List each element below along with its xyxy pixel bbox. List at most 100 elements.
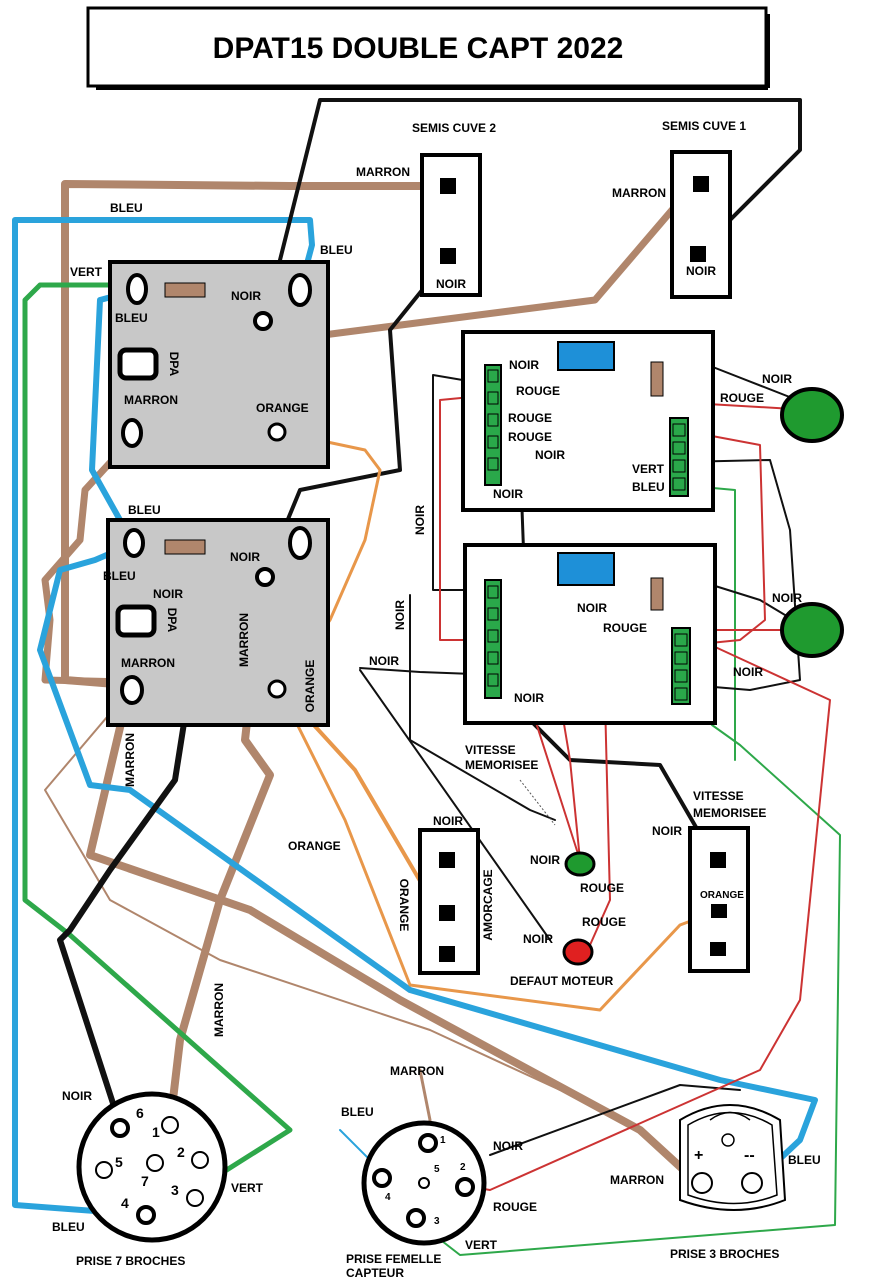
sensor-plug-vert: VERT [465, 1238, 498, 1252]
title-box: DPAT15 DOUBLE CAPT 2022 [86, 6, 770, 90]
dpa-bottom-marron-a-label: MARRON [121, 656, 175, 670]
speed-led-rouge: ROUGE [580, 881, 624, 895]
cuve1-noir-label: NOIR [686, 264, 716, 278]
dpa-top-marron-label: MARRON [124, 393, 178, 407]
plug7-noir: NOIR [62, 1089, 92, 1103]
speed-label-1: VITESSE [465, 743, 516, 757]
relay-bottom-right-connector [671, 627, 691, 705]
amorcage-name: AMORCAGE [481, 869, 495, 940]
relay-bottom-left-connector [484, 579, 502, 699]
wire-orange-vitesse [278, 688, 717, 1012]
dpa-bottom-name: DPA [165, 608, 179, 633]
cuve1-title: SEMIS CUVE 1 [662, 119, 746, 133]
amorcage-orange: ORANGE [397, 879, 411, 932]
dpa-bottom-marron-b-label: MARRON [237, 613, 251, 667]
amorcage-switch: NOIR AMORCAGE ORANGE [397, 814, 495, 975]
dpa-bottom-bleu-top-label: BLEU [128, 503, 161, 517]
vitesse-box-noir: NOIR [652, 824, 682, 838]
wire-noir-relay-left2 [409, 594, 556, 821]
sensor-pin-1: 1 [440, 1135, 446, 1146]
relay-bottom-noir-b: NOIR [733, 665, 763, 679]
relay-top-noir-a: NOIR [509, 358, 539, 372]
plug3-title: PRISE 3 BROCHES [670, 1247, 779, 1261]
plug7-pin-2: 2 [177, 1144, 185, 1160]
vitesse-box-label-2: MEMORISEE [693, 806, 766, 820]
dpa-top-vert-label: VERT [70, 265, 103, 279]
wire-marron-cuve1 [41, 178, 700, 686]
relay-top-rouge-a: ROUGE [516, 384, 560, 398]
plug7-pin-4: 4 [121, 1195, 129, 1211]
relay-top-led: NOIR ROUGE [720, 372, 844, 443]
plug7-pin-5: 5 [115, 1154, 123, 1170]
dpa-bottom-bleu-label: BLEU [103, 569, 136, 583]
plug3-marron: MARRON [610, 1173, 664, 1187]
relay-bottom-noir-left2: NOIR [369, 654, 399, 668]
vitesse-box-orange: ORANGE [700, 890, 744, 901]
dpa-bottom-noir-a-label: NOIR [153, 587, 183, 601]
sensor-plug-rouge: ROUGE [493, 1200, 537, 1214]
dpa-bottom-noir-b-label: NOIR [230, 550, 260, 564]
cuve1-marron-label: MARRON [612, 186, 666, 200]
plug7-pin-1: 1 [152, 1124, 160, 1140]
relay-top-bleu: BLEU [632, 480, 665, 494]
sensor-plug-title-2: CAPTEUR [346, 1266, 404, 1280]
plug3-bleu: BLEU [788, 1153, 821, 1167]
wire-noir-relay-mid2 [359, 669, 551, 941]
relay-board-bottom: NOIR ROUGE NOIR NOIR [463, 543, 763, 725]
sensor-pin-2: 2 [460, 1162, 466, 1173]
plug7-title: PRISE 7 BROCHES [76, 1254, 185, 1268]
sensor-pin-4: 4 [385, 1192, 391, 1203]
wire-vert-plug7 [22, 282, 293, 1193]
dpa-top-module: DPA BLEU NOIR MARRON ORANGE VERT BLEU [70, 243, 353, 469]
speed-led-noir: NOIR [530, 853, 560, 867]
plug-3-pins: + -- MARRON BLEU PRISE 3 BROCHES [610, 1104, 821, 1261]
relay-bottom-rouge: ROUGE [603, 621, 647, 635]
dpa-top-bleu-top-label: BLEU [320, 243, 353, 257]
relay-top-rouge-b: ROUGE [508, 411, 552, 425]
orange-wire-label: ORANGE [288, 839, 341, 853]
plug7-vert: VERT [231, 1181, 264, 1195]
relay-top-vert: VERT [632, 462, 665, 476]
plug3-plus: + [694, 1147, 703, 1164]
wire-rouge-8 [589, 699, 611, 946]
relay-top-led-rouge: ROUGE [720, 391, 764, 405]
wire-marron-plug3 [86, 681, 704, 1189]
vitesse-memorisee-box: VITESSE MEMORISEE NOIR ORANGE [652, 789, 766, 973]
sensor-plug-marron: MARRON [390, 1064, 444, 1078]
plug7-pin-7: 7 [141, 1173, 149, 1189]
plug-7-pins: 6 1 2 5 7 3 4 NOIR BLEU VERT MARRON PRIS… [52, 983, 264, 1268]
relay-bottom-noir-a: NOIR [577, 601, 607, 615]
fault-rouge: ROUGE [582, 915, 626, 929]
relay-top-noir-side: NOIR [413, 505, 427, 535]
sensor-pin-3: 3 [434, 1216, 440, 1227]
sensor-plug-bleu: BLEU [341, 1105, 374, 1119]
wire-noir-relay1-right [679, 459, 801, 691]
fault-noir: NOIR [523, 932, 553, 946]
dpa-bottom-module: DPA BLEU BLEU NOIR NOIR MARRON MARRON OR… [103, 503, 330, 787]
sensor-cuve1: SEMIS CUVE 1 MARRON NOIR [612, 119, 746, 299]
diagram-title: DPAT15 DOUBLE CAPT 2022 [213, 32, 624, 65]
dpa-top-noir-label: NOIR [231, 289, 261, 303]
speed-memory-led: VITESSE MEMORISEE NOIR ROUGE [465, 743, 624, 895]
fault-label: DEFAUT MOTEUR [510, 974, 614, 988]
relay-bottom-led-noir: NOIR [772, 591, 802, 605]
speed-label-2: MEMORISEE [465, 758, 538, 772]
wire-rouge-4 [679, 429, 766, 646]
fault-led: NOIR ROUGE DEFAUT MOTEUR [510, 915, 626, 988]
wire-bleu-dpa [37, 289, 818, 1188]
cuve2-title: SEMIS CUVE 2 [412, 121, 496, 135]
dpa-bottom-orange-label: ORANGE [303, 660, 317, 713]
relay-top-led-noir: NOIR [762, 372, 792, 386]
relay-board-top: NOIR ROUGE ROUGE ROUGE NOIR NOIR VERT BL… [461, 330, 715, 512]
dpa-top-name: DPA [167, 352, 181, 377]
relay-top-right-connector [669, 417, 689, 497]
wire-noir-cuve1 [263, 98, 802, 322]
relay-top-noir-c: NOIR [493, 487, 523, 501]
bleu-top-wire-label: BLEU [110, 201, 143, 215]
sensor-plug-title-1: PRISE FEMELLE [346, 1252, 441, 1266]
sensor-plug-noir: NOIR [493, 1139, 523, 1153]
relay-top-rouge-c: ROUGE [508, 430, 552, 444]
relay-bottom-noir-left: NOIR [393, 600, 407, 630]
sensor-pin-5: 5 [434, 1164, 440, 1175]
dpa-top-bleu-label: BLEU [115, 311, 148, 325]
